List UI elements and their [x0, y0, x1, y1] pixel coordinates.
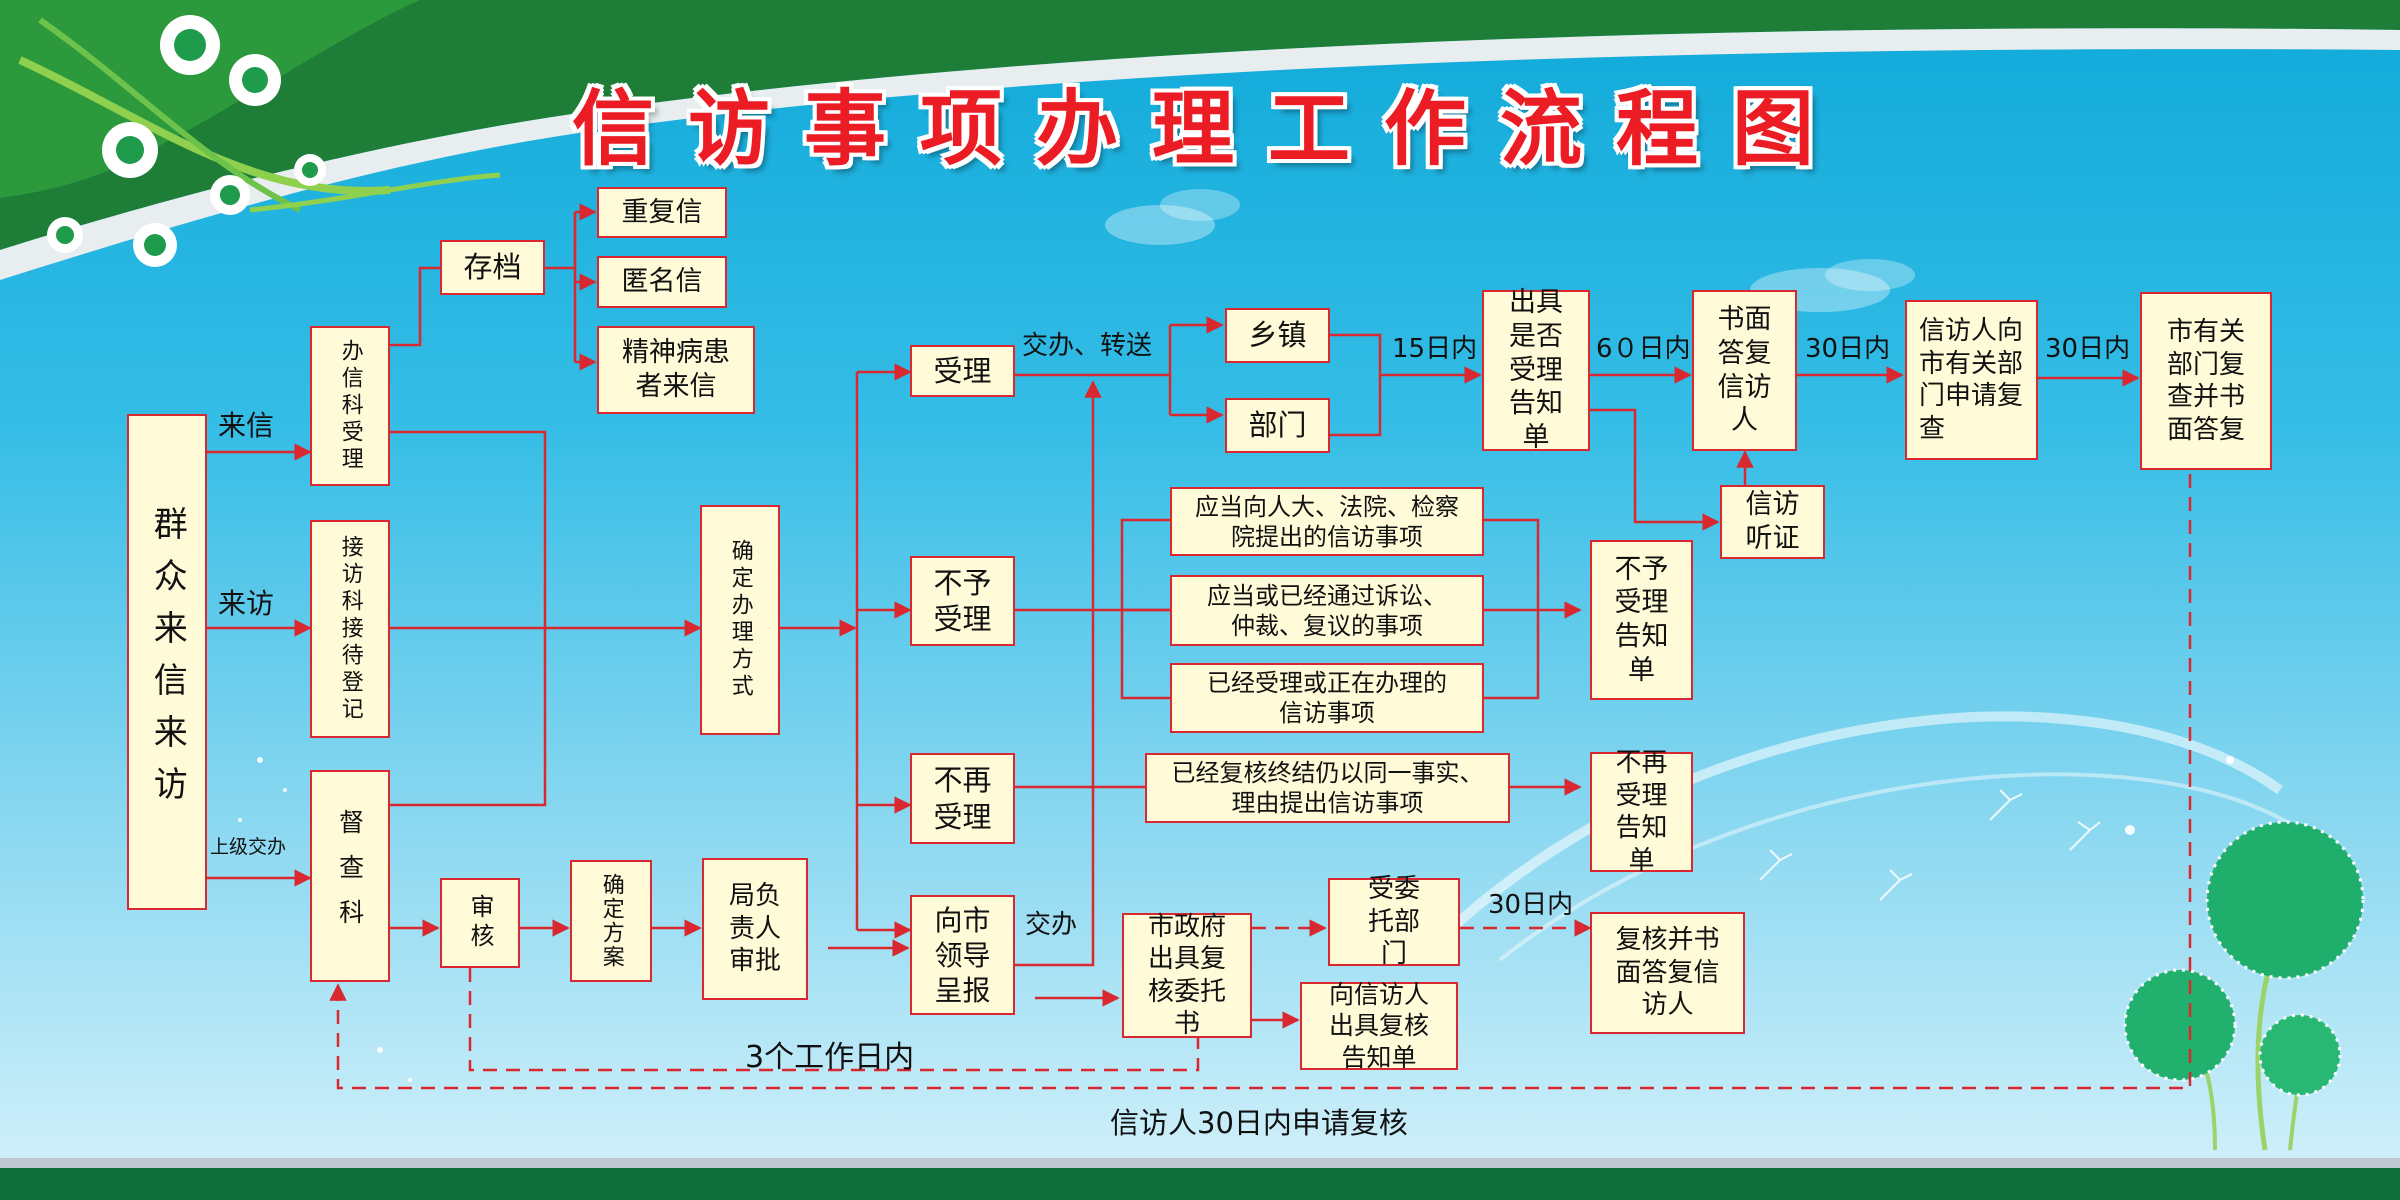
queding-box: 确定办理方式 — [700, 505, 780, 735]
xiang-xfr-box: 向信访人出具复核告知单 — [1300, 980, 1458, 1072]
label-60days: 6０日内 — [1596, 334, 1691, 364]
shouweituo-box: 受委托部门 — [1328, 874, 1460, 969]
shenhe-box: 审核 — [440, 878, 520, 968]
label-laifang: 来访 — [218, 587, 275, 620]
line-banxin-ducha — [390, 430, 547, 807]
label-jiaoban-zhuansong: 交办、转送 — [1022, 331, 1153, 361]
line-dashed-3days — [468, 968, 1200, 1072]
label-laixin: 来信 — [218, 409, 275, 442]
cundang-box: 存档 — [440, 240, 545, 295]
fuhe-dafu-box: 复核并书面答复信访人 — [1590, 912, 1745, 1034]
niming-box: 匿名信 — [597, 256, 727, 308]
label-30days-c: 30日内 — [1488, 890, 1574, 920]
buzai-gaozhi-box: 不再受理告知单 — [1590, 748, 1693, 876]
xiangshi-box: 向市领导呈报 — [910, 895, 1015, 1015]
label-3workdays: 3个工作日内 — [745, 1040, 915, 1075]
rule2-box: 应当或已经通过诉讼、仲裁、复议的事项 — [1170, 575, 1484, 646]
qunzhong-box: 群众来信来访 — [127, 414, 207, 910]
arrow-jiaoban-up — [1015, 380, 1102, 967]
jingshen-box: 精神病患者来信 — [597, 326, 755, 414]
buyu-gaozhi-box: 不予受理告知单 — [1590, 540, 1693, 700]
chuju-box: 出具是否受理告知单 — [1482, 287, 1590, 453]
label-jiaoban: 交办 — [1025, 910, 1078, 940]
queding-fangan-box: 确定方案 — [570, 860, 652, 982]
label-review30: 信访人30日内申请复核 — [1110, 1106, 1408, 1140]
label-shangji: 上级交办 — [210, 836, 287, 858]
label-30days-b: 30日内 — [2045, 334, 2131, 364]
xfr-shenqing-box: 信访人向市有关部门申请复查 — [1905, 300, 2038, 460]
label-15days: 15日内 — [1392, 334, 1478, 364]
rule1-box: 应当向人大、法院、检察院提出的信访事项 — [1170, 487, 1484, 556]
shumian-box: 书面答复信访人 — [1692, 290, 1797, 451]
footer-divider — [0, 1158, 2400, 1168]
label-30days-a: 30日内 — [1805, 334, 1891, 364]
xiangzhen-box: 乡镇 — [1225, 308, 1330, 363]
buyu-box: 不予受理 — [910, 556, 1015, 646]
bumen-box: 部门 — [1225, 398, 1330, 453]
page-title: 信访事项办理工作流程图 — [571, 82, 1848, 177]
line-cundang-branch — [545, 212, 577, 270]
chongfu-box: 重复信 — [597, 187, 727, 238]
line-banxin-cundang — [390, 266, 440, 347]
rule3-box: 已经受理或正在办理的信访事项 — [1170, 663, 1484, 733]
shouli-box: 受理 — [910, 345, 1015, 397]
shizhengfu-box: 市政府出具复核委托书 — [1122, 912, 1252, 1039]
buzai-box: 不再受理 — [910, 753, 1015, 844]
jiefang-box: 接访科接待登记 — [310, 520, 390, 738]
rule4-box: 已经复核终结仍以同一事实、理由提出信访事项 — [1145, 753, 1510, 823]
footer-bar — [0, 1168, 2400, 1200]
jufuzeren-box: 局负责人审批 — [702, 858, 808, 1000]
ducha-box: 督查科 — [310, 770, 390, 982]
shi-fucha-box: 市有关部门复查并书面答复 — [2140, 292, 2272, 470]
line-dashed-review — [329, 474, 2192, 1090]
tingzheng-box: 信访听证 — [1720, 485, 1825, 559]
line-merge — [1330, 333, 1382, 437]
arrow-to-tingzheng — [1590, 408, 1720, 531]
banxin-box: 办信科受理 — [310, 326, 390, 486]
